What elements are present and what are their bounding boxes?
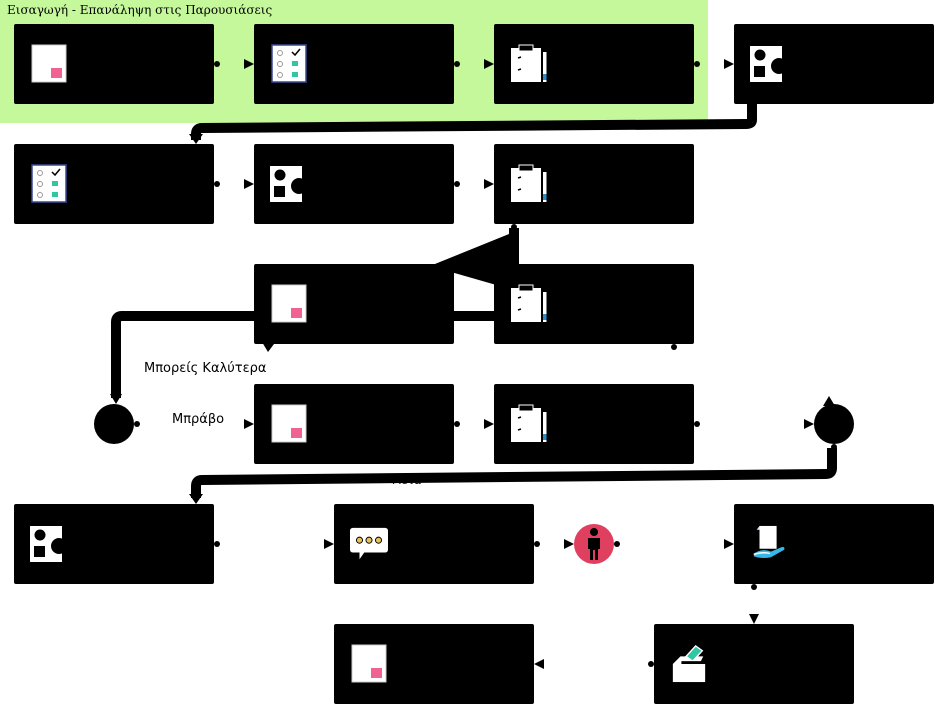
- edge-label-next: Μετά: [392, 474, 422, 487]
- slide-icon: [31, 44, 67, 83]
- shapes-icon: [30, 526, 67, 562]
- person-icon: [588, 528, 600, 560]
- decision-node-right[interactable]: [814, 404, 854, 444]
- node-slide-1[interactable]: [14, 24, 214, 104]
- node-shapes-2[interactable]: [254, 144, 454, 224]
- ballot-box-icon: [672, 645, 706, 683]
- node-slide-4[interactable]: [334, 624, 534, 704]
- group-title: Εισαγωγή - Επανάληψη στις Παρουσιάσεις: [7, 3, 273, 17]
- slide-icon: [271, 284, 307, 323]
- checklist-icon: [31, 164, 67, 203]
- node-checklist-2[interactable]: [14, 144, 214, 224]
- node-hand-document[interactable]: [734, 504, 934, 584]
- shapes-icon: [270, 166, 307, 202]
- person-node[interactable]: [574, 524, 614, 564]
- node-slide-2[interactable]: [254, 264, 454, 344]
- edge-label-better: Μπορείς Καλύτερα: [143, 361, 268, 376]
- node-shapes-1[interactable]: [734, 24, 934, 104]
- edge-label-bravo: Μπράβο: [172, 412, 225, 427]
- node-checklist-1[interactable]: [254, 24, 454, 104]
- clipboard-pencil-icon: [511, 284, 547, 322]
- speech-bubble-icon: [350, 527, 388, 560]
- node-clipboard-1[interactable]: [494, 24, 694, 104]
- node-slide-3[interactable]: [254, 384, 454, 464]
- node-clipboard-2[interactable]: [494, 144, 694, 224]
- slide-icon: [351, 644, 387, 683]
- clipboard-pencil-icon: [511, 44, 547, 82]
- hand-document-icon: [753, 525, 785, 559]
- shapes-icon: [750, 46, 787, 82]
- node-clipboard-4[interactable]: [494, 384, 694, 464]
- slide-icon: [271, 404, 307, 443]
- node-speech[interactable]: [334, 504, 534, 584]
- clipboard-pencil-icon: [511, 404, 547, 442]
- checklist-icon: [271, 44, 307, 83]
- decision-node-left[interactable]: [94, 404, 134, 444]
- node-ballot[interactable]: [654, 624, 854, 704]
- node-clipboard-3[interactable]: [494, 264, 694, 344]
- node-shapes-3[interactable]: [14, 504, 214, 584]
- clipboard-pencil-icon: [511, 164, 547, 202]
